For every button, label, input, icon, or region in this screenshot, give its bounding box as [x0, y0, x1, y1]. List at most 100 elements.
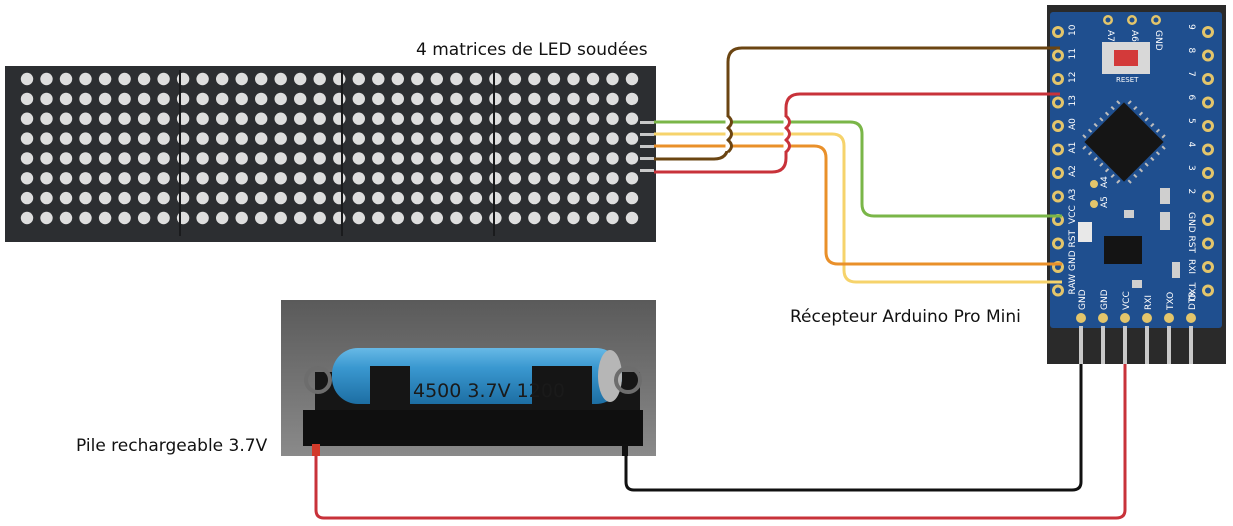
led-dot	[255, 112, 268, 125]
led-dot	[372, 112, 385, 125]
pin-hole-center	[1055, 193, 1061, 200]
pin-hole	[1090, 180, 1098, 188]
led-dot	[196, 112, 209, 125]
led-dot	[411, 72, 424, 86]
led-dot	[79, 92, 92, 106]
top-pin-label: A7	[1105, 30, 1115, 42]
led-dot	[625, 191, 639, 205]
led-dot	[469, 211, 483, 225]
led-dot	[313, 72, 326, 86]
led-dot	[274, 72, 287, 86]
led-dot	[118, 72, 131, 86]
led-dot	[625, 152, 639, 165]
led-dot	[528, 172, 541, 185]
led-dot	[567, 132, 580, 145]
led-dot	[391, 211, 404, 225]
led-dot	[489, 132, 502, 145]
led-dot	[274, 92, 287, 106]
pin-hole-center	[1205, 123, 1211, 129]
led-matrix-board	[5, 66, 656, 242]
led-dot	[489, 112, 502, 125]
led-dot	[176, 191, 190, 205]
led-dot	[450, 92, 463, 106]
led-dot	[216, 191, 229, 205]
led-dot	[606, 211, 619, 225]
led-dot	[274, 132, 287, 145]
led-dot	[98, 211, 112, 225]
led-dot	[625, 172, 639, 185]
led-dot	[176, 211, 190, 225]
left-pin-label: A3	[1068, 189, 1078, 201]
led-dot	[567, 211, 580, 225]
led-dot	[352, 191, 365, 205]
led-dot	[586, 152, 600, 165]
pin-hole-center	[1129, 17, 1135, 23]
led-dot	[255, 72, 268, 86]
led-dot	[372, 72, 385, 86]
led-dot	[450, 152, 463, 165]
led-dot	[430, 152, 443, 165]
led-dot	[469, 112, 483, 125]
pin-hole-center	[1205, 146, 1211, 153]
left-pin-label: 13	[1068, 95, 1078, 106]
led-dot	[294, 92, 307, 106]
led-dot	[98, 132, 112, 145]
pin-hole-center	[1105, 17, 1111, 23]
wire-brown	[654, 46, 1060, 161]
right-pin-holes	[1202, 26, 1214, 297]
led-dot	[352, 211, 365, 225]
led-dot	[274, 112, 287, 125]
led-dot	[59, 211, 73, 225]
led-dot	[294, 191, 307, 205]
led-dot	[372, 211, 385, 225]
pin-hole	[1186, 313, 1196, 323]
led-dot	[235, 211, 248, 225]
led-dot	[489, 92, 502, 106]
bottom-pin-label: RXI	[1144, 295, 1154, 310]
left-pin-label: A0	[1068, 118, 1078, 130]
pin-hole-center	[1205, 99, 1211, 106]
led-dot	[528, 112, 541, 125]
led-dot	[98, 191, 112, 205]
led-dot	[118, 191, 131, 205]
led-dot	[333, 152, 346, 165]
led-dot	[606, 191, 619, 205]
right-pin-label: GND	[1186, 212, 1196, 233]
led-dot	[547, 172, 561, 185]
inner-pin-label: A5	[1100, 196, 1110, 208]
led-dot	[79, 191, 92, 205]
led-dot	[625, 211, 639, 225]
led-dot	[391, 72, 404, 86]
led-dot	[294, 112, 307, 125]
led-dot	[235, 72, 248, 86]
led-dot	[333, 211, 346, 225]
led-dot	[372, 132, 385, 145]
led-dot	[567, 152, 580, 165]
pin-hole	[1098, 313, 1108, 323]
pin-hole-center	[1205, 29, 1211, 35]
led-dot	[176, 72, 190, 86]
pin-hole-center	[1205, 52, 1211, 59]
led-dot	[528, 152, 541, 165]
led-dot	[625, 132, 639, 145]
led-matrix-label: 4 matrices de LED soudées	[416, 40, 648, 60]
led-dot	[255, 152, 268, 165]
left-pin-label: RST	[1068, 230, 1078, 248]
smd-components	[1078, 188, 1180, 288]
led-dot	[547, 112, 561, 125]
led-dot	[176, 112, 190, 125]
led-dot	[508, 211, 522, 225]
battery-lead-red	[312, 444, 320, 456]
battery-lead-black	[622, 444, 628, 456]
led-dot	[176, 92, 190, 106]
led-dot	[430, 132, 443, 145]
led-dot	[216, 132, 229, 145]
pin-hole-center	[1055, 29, 1061, 35]
led-dot	[157, 132, 170, 145]
led-dot	[40, 191, 53, 205]
pin-hole-center	[1055, 287, 1061, 294]
led-dot	[118, 172, 131, 185]
